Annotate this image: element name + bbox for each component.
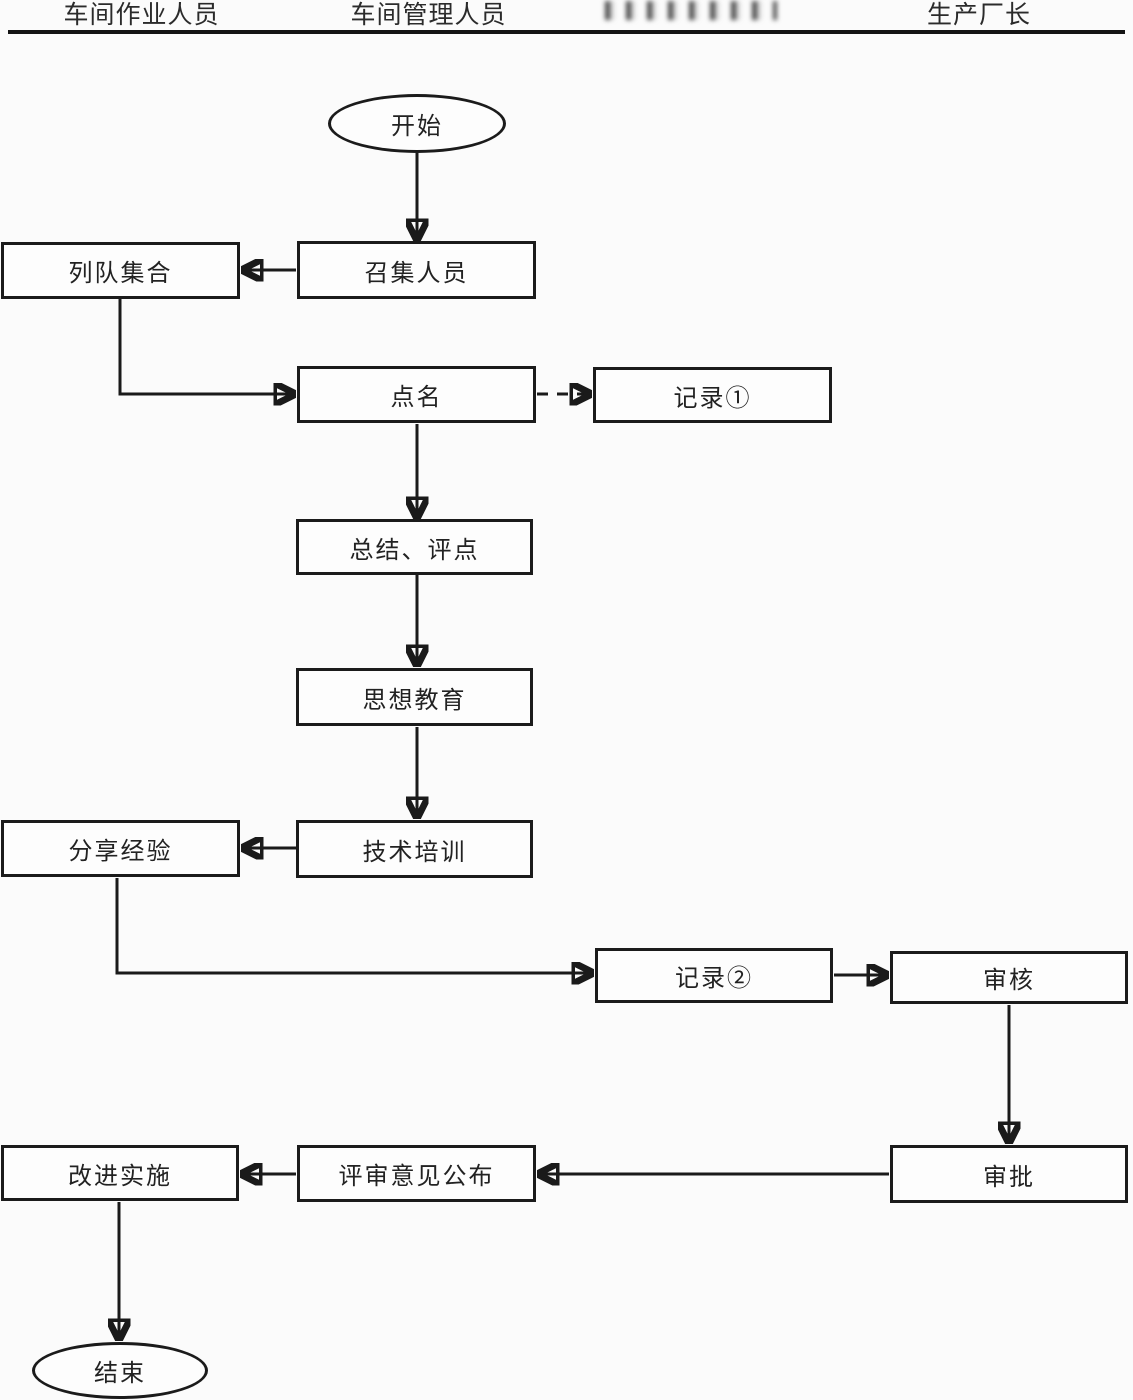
- node-end: 结束: [32, 1342, 208, 1399]
- node-record-1: 记录①: [593, 367, 832, 423]
- node-assemble-personnel: 召集人员: [297, 241, 536, 299]
- node-approval: 审批: [890, 1145, 1128, 1203]
- node-record-2: 记录②: [595, 948, 833, 1003]
- node-lineup-assembly: 列队集合: [1, 242, 240, 299]
- edge-share-record2: [115, 878, 593, 973]
- lane-header-production-director: 生产厂长: [926, 2, 1031, 29]
- lane-header-workshop-managers: 车间管理人员: [350, 2, 507, 29]
- node-review: 审核: [890, 951, 1128, 1004]
- node-announce-review-opinions: 评审意见公布: [297, 1145, 536, 1202]
- lane-header-workshop-operators: 车间作业人员: [63, 2, 220, 29]
- edge-lineup-rollcall: [118, 299, 295, 394]
- node-summary-review: 总结、评点: [296, 519, 533, 575]
- node-improvement-implementation: 改进实施: [1, 1145, 239, 1201]
- node-roll-call: 点名: [297, 366, 536, 423]
- node-start: 开始: [328, 94, 506, 153]
- node-share-experience: 分享经验: [1, 820, 240, 877]
- lane-header-blurred: [605, 1, 777, 20]
- header-divider-rule: [8, 30, 1125, 34]
- node-technical-training: 技术培训: [296, 820, 533, 878]
- node-ideology-education: 思想教育: [296, 668, 533, 726]
